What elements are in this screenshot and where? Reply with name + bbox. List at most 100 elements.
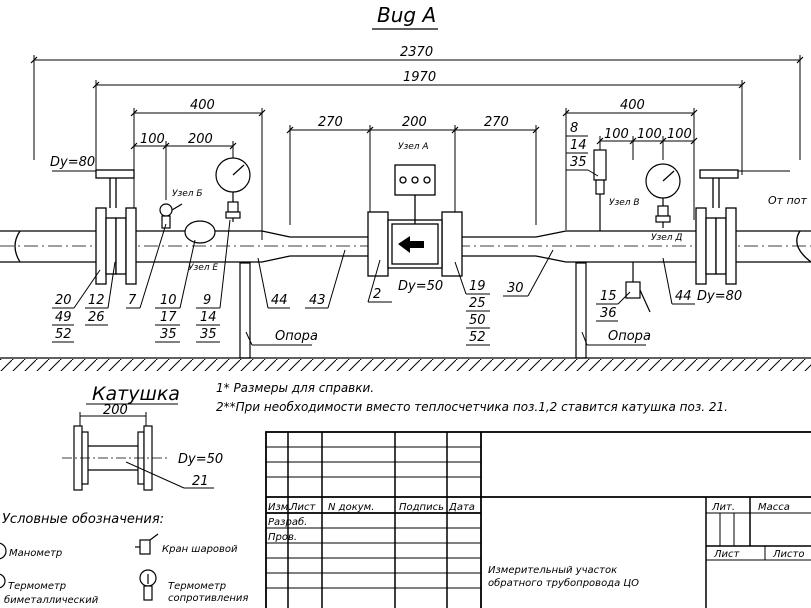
- legend-thermo-2: Термометр: [168, 581, 226, 592]
- label-opora-left: Опора: [275, 329, 318, 344]
- legend-ball-valve: Кран шаровой: [162, 544, 238, 555]
- ball-valve-icon: [135, 533, 159, 555]
- label-dy80-right: Dy=80: [697, 289, 742, 304]
- tb-list-col: Лист: [289, 502, 317, 513]
- legend-title: Условные обозначения:: [2, 512, 164, 527]
- coil-section: Катушка 200 Dy=50 21: [62, 383, 223, 491]
- tb-listov: Листо: [772, 549, 804, 560]
- callout-36: 36: [600, 306, 617, 321]
- callout-35c: 35: [570, 155, 587, 170]
- thermo-resistance-right: [593, 149, 607, 231]
- tb-razrab: Разраб.: [268, 516, 307, 528]
- callout-30: 30: [507, 281, 524, 296]
- title-block: [265, 431, 811, 608]
- callout-8: 8: [570, 121, 578, 136]
- callout-17: 17: [160, 310, 177, 325]
- tb-massa: Масса: [758, 502, 790, 513]
- label-uzel-e: Узел Е: [188, 263, 218, 273]
- dim-right-a: 100: [604, 127, 629, 142]
- dim-left-span: 400: [190, 98, 215, 113]
- drain-valve: [625, 262, 651, 313]
- heat-meter: [367, 164, 463, 277]
- dimension-ticks: [30, 56, 804, 150]
- dim-right-span: 400: [620, 98, 645, 113]
- note-2: 2**При необходимости вместо теплосчетчик…: [216, 400, 728, 414]
- label-uzel-b: Узел Б: [172, 189, 203, 199]
- label-uzel-a: Узел А: [398, 142, 429, 152]
- label-uzel-g: Узел Д: [651, 233, 682, 243]
- callout-44a: 44: [271, 293, 288, 308]
- dim-center: 200: [402, 115, 427, 130]
- tb-list: Лист: [713, 549, 741, 560]
- callout-12: 12: [88, 293, 105, 308]
- callout-20: 20: [55, 293, 72, 308]
- note-1: 1* Размеры для справки.: [216, 381, 374, 395]
- thermometer-left: [159, 203, 183, 229]
- callout-15: 15: [600, 289, 617, 304]
- callout-10: 10: [160, 293, 177, 308]
- callout-19: 19: [469, 279, 486, 294]
- view-title: Bug A: [372, 3, 438, 30]
- label-ot-pot: От пот: [768, 194, 807, 207]
- callout-52b: 52: [469, 330, 486, 345]
- tb-name-2: обратного трубопровода ЦО: [488, 577, 639, 589]
- tb-ndokum: N докум.: [328, 502, 374, 513]
- manometer-icon: [0, 542, 7, 560]
- callout-9: 9: [203, 293, 211, 308]
- view-title-text: Bug A: [377, 3, 436, 27]
- pressure-gauge-left: [215, 157, 251, 222]
- callout-7: 7: [128, 293, 137, 308]
- legend: Условные обозначения: Манометр Кран шаро…: [0, 512, 248, 606]
- tb-izm: Изм.: [268, 502, 292, 513]
- callout-44b: 44: [675, 289, 692, 304]
- callout-35b: 35: [200, 327, 217, 342]
- callout-numbers: 20 49 52 12 26 7 10 17 35 9 14 35 44 43 …: [55, 121, 692, 345]
- dim-left-b: 200: [188, 132, 213, 147]
- coil-title: Катушка: [92, 383, 180, 405]
- sensor-pocket: [184, 220, 216, 244]
- legend-thermo-1: Термометр: [8, 581, 66, 592]
- pressure-gauge-right: [645, 163, 681, 228]
- title-block-text: Изм. Лист N докум. Подпись Дата Разраб. …: [268, 502, 804, 589]
- legend-thermo-2b: сопротивления: [168, 593, 248, 604]
- dim-center-left: 270: [318, 115, 343, 130]
- callout-2: 2: [373, 287, 381, 302]
- dim-right-b: 100: [637, 127, 662, 142]
- dim-right-c: 100: [667, 127, 692, 142]
- tb-data: Дата: [448, 502, 475, 513]
- callout-50: 50: [469, 313, 486, 328]
- tb-name-1: Измерительный участок: [488, 565, 617, 576]
- thermometer-bimetal-icon: [0, 573, 6, 589]
- callout-49: 49: [55, 310, 72, 325]
- pipeline: [0, 230, 811, 263]
- right-valve-flanges: [695, 169, 739, 285]
- coil-pos: 21: [192, 474, 209, 489]
- diameter-labels: Dy=80 Dy=80 Dy=50 От пот Опора Опора: [50, 155, 807, 344]
- label-dy80-left: Dy=80: [50, 155, 95, 170]
- dim-overall: 2370: [400, 45, 433, 60]
- callout-26: 26: [88, 310, 105, 325]
- legend-manometer: Манометр: [9, 548, 62, 559]
- legend-thermo-1b: биметаллический: [4, 594, 99, 606]
- callout-leaders: [52, 135, 695, 346]
- label-uzel-v: Узел В: [609, 198, 640, 208]
- node-labels: Узел А Узел Б Узел В Узел Д Узел Е: [172, 142, 682, 273]
- coil-dim: 200: [103, 403, 128, 418]
- tb-prov: Пров.: [268, 532, 297, 543]
- callout-14a: 14: [200, 310, 217, 325]
- coil-dy: Dy=50: [178, 452, 223, 467]
- left-valve-flanges: [95, 169, 137, 285]
- dim-left-a: 100: [140, 132, 165, 147]
- dimension-values: 2370 1970 400 100 200 270 200 270 400 10…: [140, 45, 692, 147]
- flow-arrow-icon: [398, 236, 424, 253]
- callout-14b: 14: [570, 138, 587, 153]
- callout-25: 25: [469, 296, 486, 311]
- callout-35a: 35: [160, 327, 177, 342]
- label-dy50: Dy=50: [398, 279, 443, 294]
- label-opora-right: Опора: [608, 329, 651, 344]
- tb-lit: Лит.: [711, 502, 735, 513]
- notes: 1* Размеры для справки. 2**При необходим…: [216, 381, 728, 414]
- dim-center-right: 270: [484, 115, 509, 130]
- ground-hatching: [0, 359, 811, 371]
